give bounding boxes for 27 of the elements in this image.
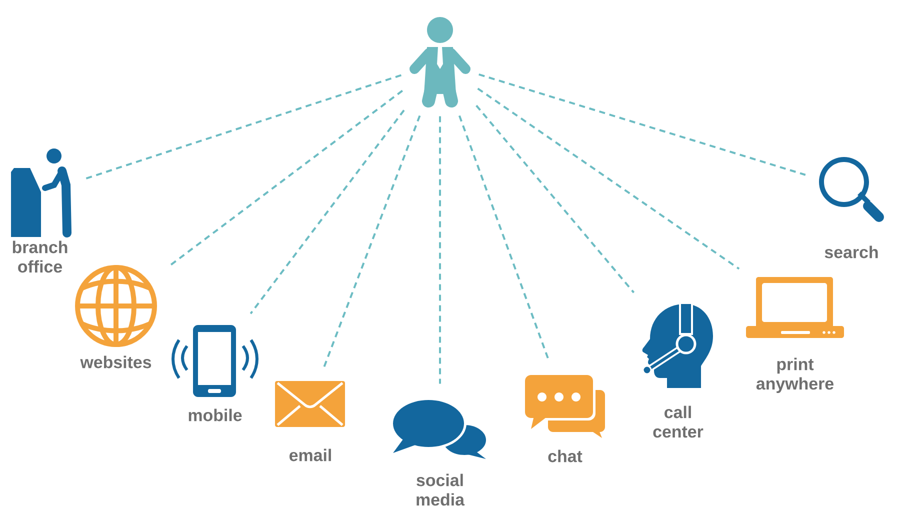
dashed-line [478, 73, 806, 176]
smartphone-icon [172, 325, 258, 397]
search-icon [819, 157, 884, 222]
dashed-line [85, 74, 402, 180]
icon-caption: mobile [188, 408, 242, 422]
envelope-icon [275, 381, 345, 427]
person-icon [410, 17, 470, 108]
icon-caption: email [290, 448, 331, 462]
speech-bubbles-icon [390, 398, 486, 459]
laptop-icon [746, 277, 844, 338]
icon-caption: chat [548, 450, 582, 462]
icon-caption: print anywhere [756, 358, 834, 393]
icon-caption: branch office [12, 240, 68, 273]
dashed-line [322, 115, 421, 368]
dashed-line [439, 116, 441, 384]
icon-caption: call center [653, 406, 704, 438]
headset-icon [642, 302, 713, 388]
icon-caption: social media [416, 474, 465, 506]
dashed-line [477, 88, 740, 270]
dashed-line [168, 90, 404, 268]
dashed-line [250, 110, 405, 314]
atm-user-icon [11, 148, 72, 238]
icon-caption: websites [80, 356, 152, 368]
icon-caption: search [824, 246, 878, 258]
chat-bubbles-icon [522, 372, 605, 438]
globe-icon [75, 265, 157, 347]
dashed-line [476, 104, 635, 294]
